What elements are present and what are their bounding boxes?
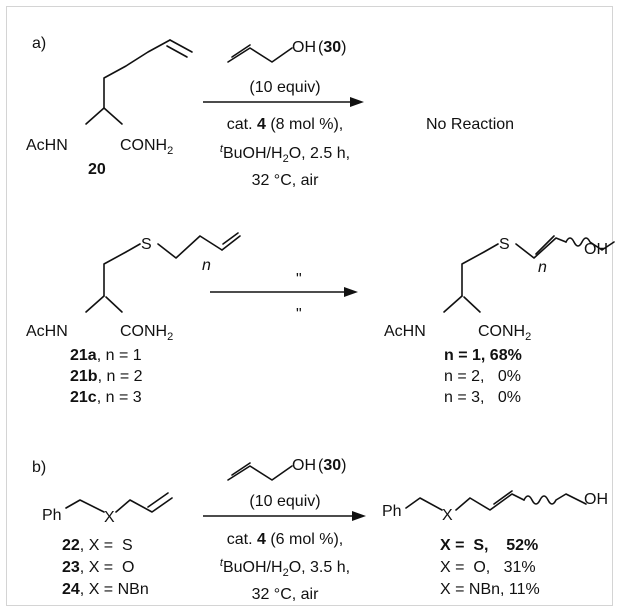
reaction-arrow-b — [203, 511, 366, 521]
heteroatom-x: X — [442, 507, 453, 524]
phenyl-group: Ph — [42, 507, 62, 524]
temperature-line: 32 °C, air — [252, 586, 320, 603]
amide-group: CONH2 — [120, 323, 173, 343]
acetamido-group: AcHN — [384, 323, 426, 340]
part-b-label: b) — [32, 459, 46, 476]
equiv-line: (10 equiv) — [249, 493, 320, 510]
yield-x-nbn: X = NBn, 11% — [440, 581, 540, 598]
sulfur-atom: S — [141, 236, 152, 253]
product-row-a2: S n OH AcHN CONH2 n = 1, 68% n = 2, 0% n… — [384, 235, 615, 406]
compound-entry-21c: 21c, n = 3 — [70, 389, 142, 406]
amide-group: CONH2 — [478, 323, 531, 343]
temperature-line: 32 °C, air — [252, 172, 320, 189]
substrate-22-24: Ph X 22, X = S 23, X = O 24, X = NBn — [42, 492, 173, 598]
hydroxyl-label: OH — [584, 491, 608, 508]
conditions-a: (10 equiv) cat. 4 (8 mol %), tBuOH/H2O, … — [220, 79, 350, 189]
compound-entry-24: 24, X = NBn — [62, 581, 149, 598]
reagent-number: (30) — [318, 39, 346, 56]
solvent-line: tBuOH/H2O, 2.5 h, — [220, 143, 350, 165]
yield-x-o: X = O, 31% — [440, 559, 536, 576]
hydroxyl-label: OH — [292, 457, 316, 474]
yield-n2: n = 2, 0% — [444, 368, 521, 385]
compound-entry-21b: 21b, n = 2 — [70, 368, 143, 385]
amide-group: CONH2 — [120, 137, 173, 157]
repeat-index: n — [538, 259, 547, 276]
acetamido-group: AcHN — [26, 323, 68, 340]
equiv-line: (10 equiv) — [249, 79, 320, 96]
yield-x-s: X = S, 52% — [440, 537, 538, 554]
allyl-alcohol-reagent: OH (30) — [227, 457, 346, 481]
compound-number-20: 20 — [88, 161, 106, 178]
no-reaction-text: No Reaction — [426, 116, 514, 133]
conditions-b: (10 equiv) cat. 4 (6 mol %), tBuOH/H2O, … — [220, 493, 350, 603]
reagent-number: (30) — [318, 457, 346, 474]
yield-n3: n = 3, 0% — [444, 389, 521, 406]
hydroxyl-label: OH — [584, 241, 608, 258]
repeat-index: n — [202, 257, 211, 274]
part-a-label: a) — [32, 35, 46, 52]
yield-n1: n = 1, 68% — [444, 347, 522, 364]
product-b: Ph X OH X = S, 52% X = O, 31% X = NBn, 1… — [382, 490, 608, 598]
compound-entry-22: 22, X = S — [62, 537, 133, 554]
reaction-arrow-a2 — [210, 287, 358, 297]
substrate-20: AcHN CONH2 20 — [26, 39, 193, 178]
allyl-alcohol-reagent: OH (30) — [227, 39, 346, 63]
compound-entry-23: 23, X = O — [62, 559, 134, 576]
hydroxyl-label: OH — [292, 39, 316, 56]
substrate-21: S n AcHN CONH2 21a, n = 1 21b, n = 2 21c… — [26, 232, 241, 406]
compound-entry-21a: 21a, n = 1 — [70, 347, 142, 364]
reaction-arrow-a1 — [203, 97, 364, 107]
ditto-mark-bottom: " — [296, 306, 302, 323]
phenyl-group: Ph — [382, 503, 402, 520]
acetamido-group: AcHN — [26, 137, 68, 154]
catalyst-line: cat. 4 (8 mol %), — [227, 116, 343, 133]
ditto-mark-top: " — [296, 271, 302, 288]
catalyst-line: cat. 4 (6 mol %), — [227, 531, 343, 548]
solvent-line: tBuOH/H2O, 3.5 h, — [220, 557, 350, 579]
scheme-frame — [6, 6, 613, 606]
heteroatom-x: X — [104, 509, 115, 526]
sulfur-atom: S — [499, 236, 510, 253]
